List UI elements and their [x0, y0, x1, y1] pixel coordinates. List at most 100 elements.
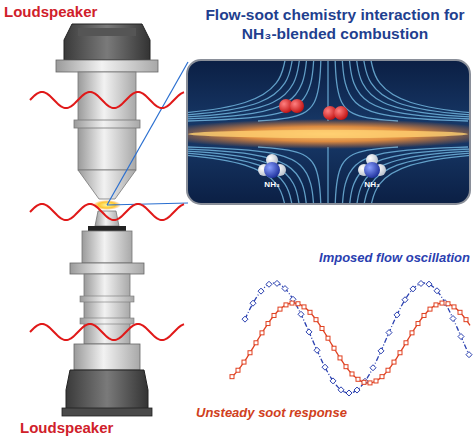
streamline [187, 147, 307, 204]
square-marker [326, 336, 330, 340]
speaker-label: Loudspeaker [20, 419, 113, 437]
square-marker [242, 360, 246, 364]
square-marker [296, 302, 300, 306]
diamond-marker [450, 316, 456, 322]
diamond-marker [242, 316, 248, 322]
square-marker [320, 326, 324, 330]
oxygen-molecule [279, 99, 348, 120]
diamond-marker [426, 281, 432, 287]
square-marker [392, 360, 396, 364]
diamond-marker [418, 280, 424, 286]
acoustic-wave [30, 204, 184, 220]
square-marker [236, 368, 240, 372]
square-marker [464, 318, 468, 322]
square-marker [404, 341, 408, 345]
diamond-marker [402, 297, 408, 303]
square-marker [308, 310, 312, 314]
square-marker [398, 351, 402, 355]
diamond-marker [266, 281, 272, 287]
diamond-marker [346, 390, 352, 396]
diamond-marker [370, 365, 376, 371]
streamline [188, 147, 314, 204]
diamond-marker [298, 311, 304, 317]
square-marker [230, 375, 234, 379]
square-marker [458, 310, 462, 314]
streamline [188, 60, 314, 121]
square-marker [314, 318, 318, 322]
molecule-label: NH₃ [260, 180, 284, 190]
streamline [342, 60, 468, 121]
square-marker [428, 307, 432, 311]
square-marker [386, 368, 390, 372]
square-marker [290, 301, 294, 305]
streamline [258, 147, 321, 204]
square-marker [338, 356, 342, 360]
streamline [335, 60, 398, 121]
square-marker [440, 301, 444, 305]
streamline [187, 60, 307, 121]
diamond-marker [338, 387, 344, 393]
curve-label: Unsteady soot response [196, 405, 347, 421]
square-marker [332, 346, 336, 350]
acoustic-wave [30, 92, 184, 108]
diamond-marker [330, 378, 336, 384]
ammonia-molecule [258, 154, 386, 178]
diamond-marker [434, 288, 440, 294]
acoustic-wave [30, 324, 184, 340]
streamline [187, 60, 300, 121]
square-marker [452, 305, 456, 309]
speaker-label: Loudspeaker [4, 3, 97, 21]
diamond-marker [410, 286, 416, 292]
square-marker [422, 313, 426, 317]
square-marker [248, 351, 252, 355]
square-marker [278, 307, 282, 311]
molecule-label: NH₃ [360, 180, 384, 190]
square-marker [362, 380, 366, 384]
streamline [258, 60, 321, 121]
square-marker [284, 303, 288, 307]
square-marker [350, 372, 354, 376]
diamond-marker [314, 347, 320, 353]
square-marker [344, 365, 348, 369]
streamline [370, 60, 470, 121]
diamond-marker [458, 334, 464, 340]
diamond-marker [322, 364, 328, 370]
square-marker [374, 379, 378, 383]
square-marker [380, 375, 384, 379]
burner-apparatus [56, 24, 158, 416]
streamline [363, 147, 470, 204]
curve-label: Imposed flow oscillation [319, 250, 470, 266]
flame-inset [0, 56, 474, 210]
square-marker [272, 313, 276, 317]
streamline [370, 147, 470, 204]
square-marker [368, 381, 372, 385]
streamline [363, 60, 470, 121]
diamond-marker [354, 387, 360, 393]
leader-line [107, 203, 188, 205]
streamline [327, 147, 328, 204]
streamline [187, 147, 293, 204]
square-marker [356, 377, 360, 381]
diamond-marker [258, 288, 264, 294]
square-marker [302, 305, 306, 309]
diamond-marker [386, 330, 392, 336]
square-marker [254, 341, 258, 345]
diamond-marker [378, 348, 384, 354]
diamond-marker [394, 312, 400, 318]
square-marker [266, 322, 270, 326]
diamond-marker [466, 352, 472, 358]
square-marker [260, 331, 264, 335]
square-marker [416, 322, 420, 326]
square-marker [446, 302, 450, 306]
flow-oscillation-curve [245, 283, 470, 393]
title-text: Flow-soot chemistry interaction for NH₃-… [198, 6, 472, 43]
diamond-marker [282, 286, 288, 292]
diamond-marker [250, 300, 256, 306]
streamline [349, 147, 470, 204]
diamond-marker [362, 378, 368, 384]
square-marker [434, 303, 438, 307]
soot-response-curve [232, 303, 470, 383]
diamond-marker [306, 329, 312, 335]
leader-line [107, 62, 188, 205]
